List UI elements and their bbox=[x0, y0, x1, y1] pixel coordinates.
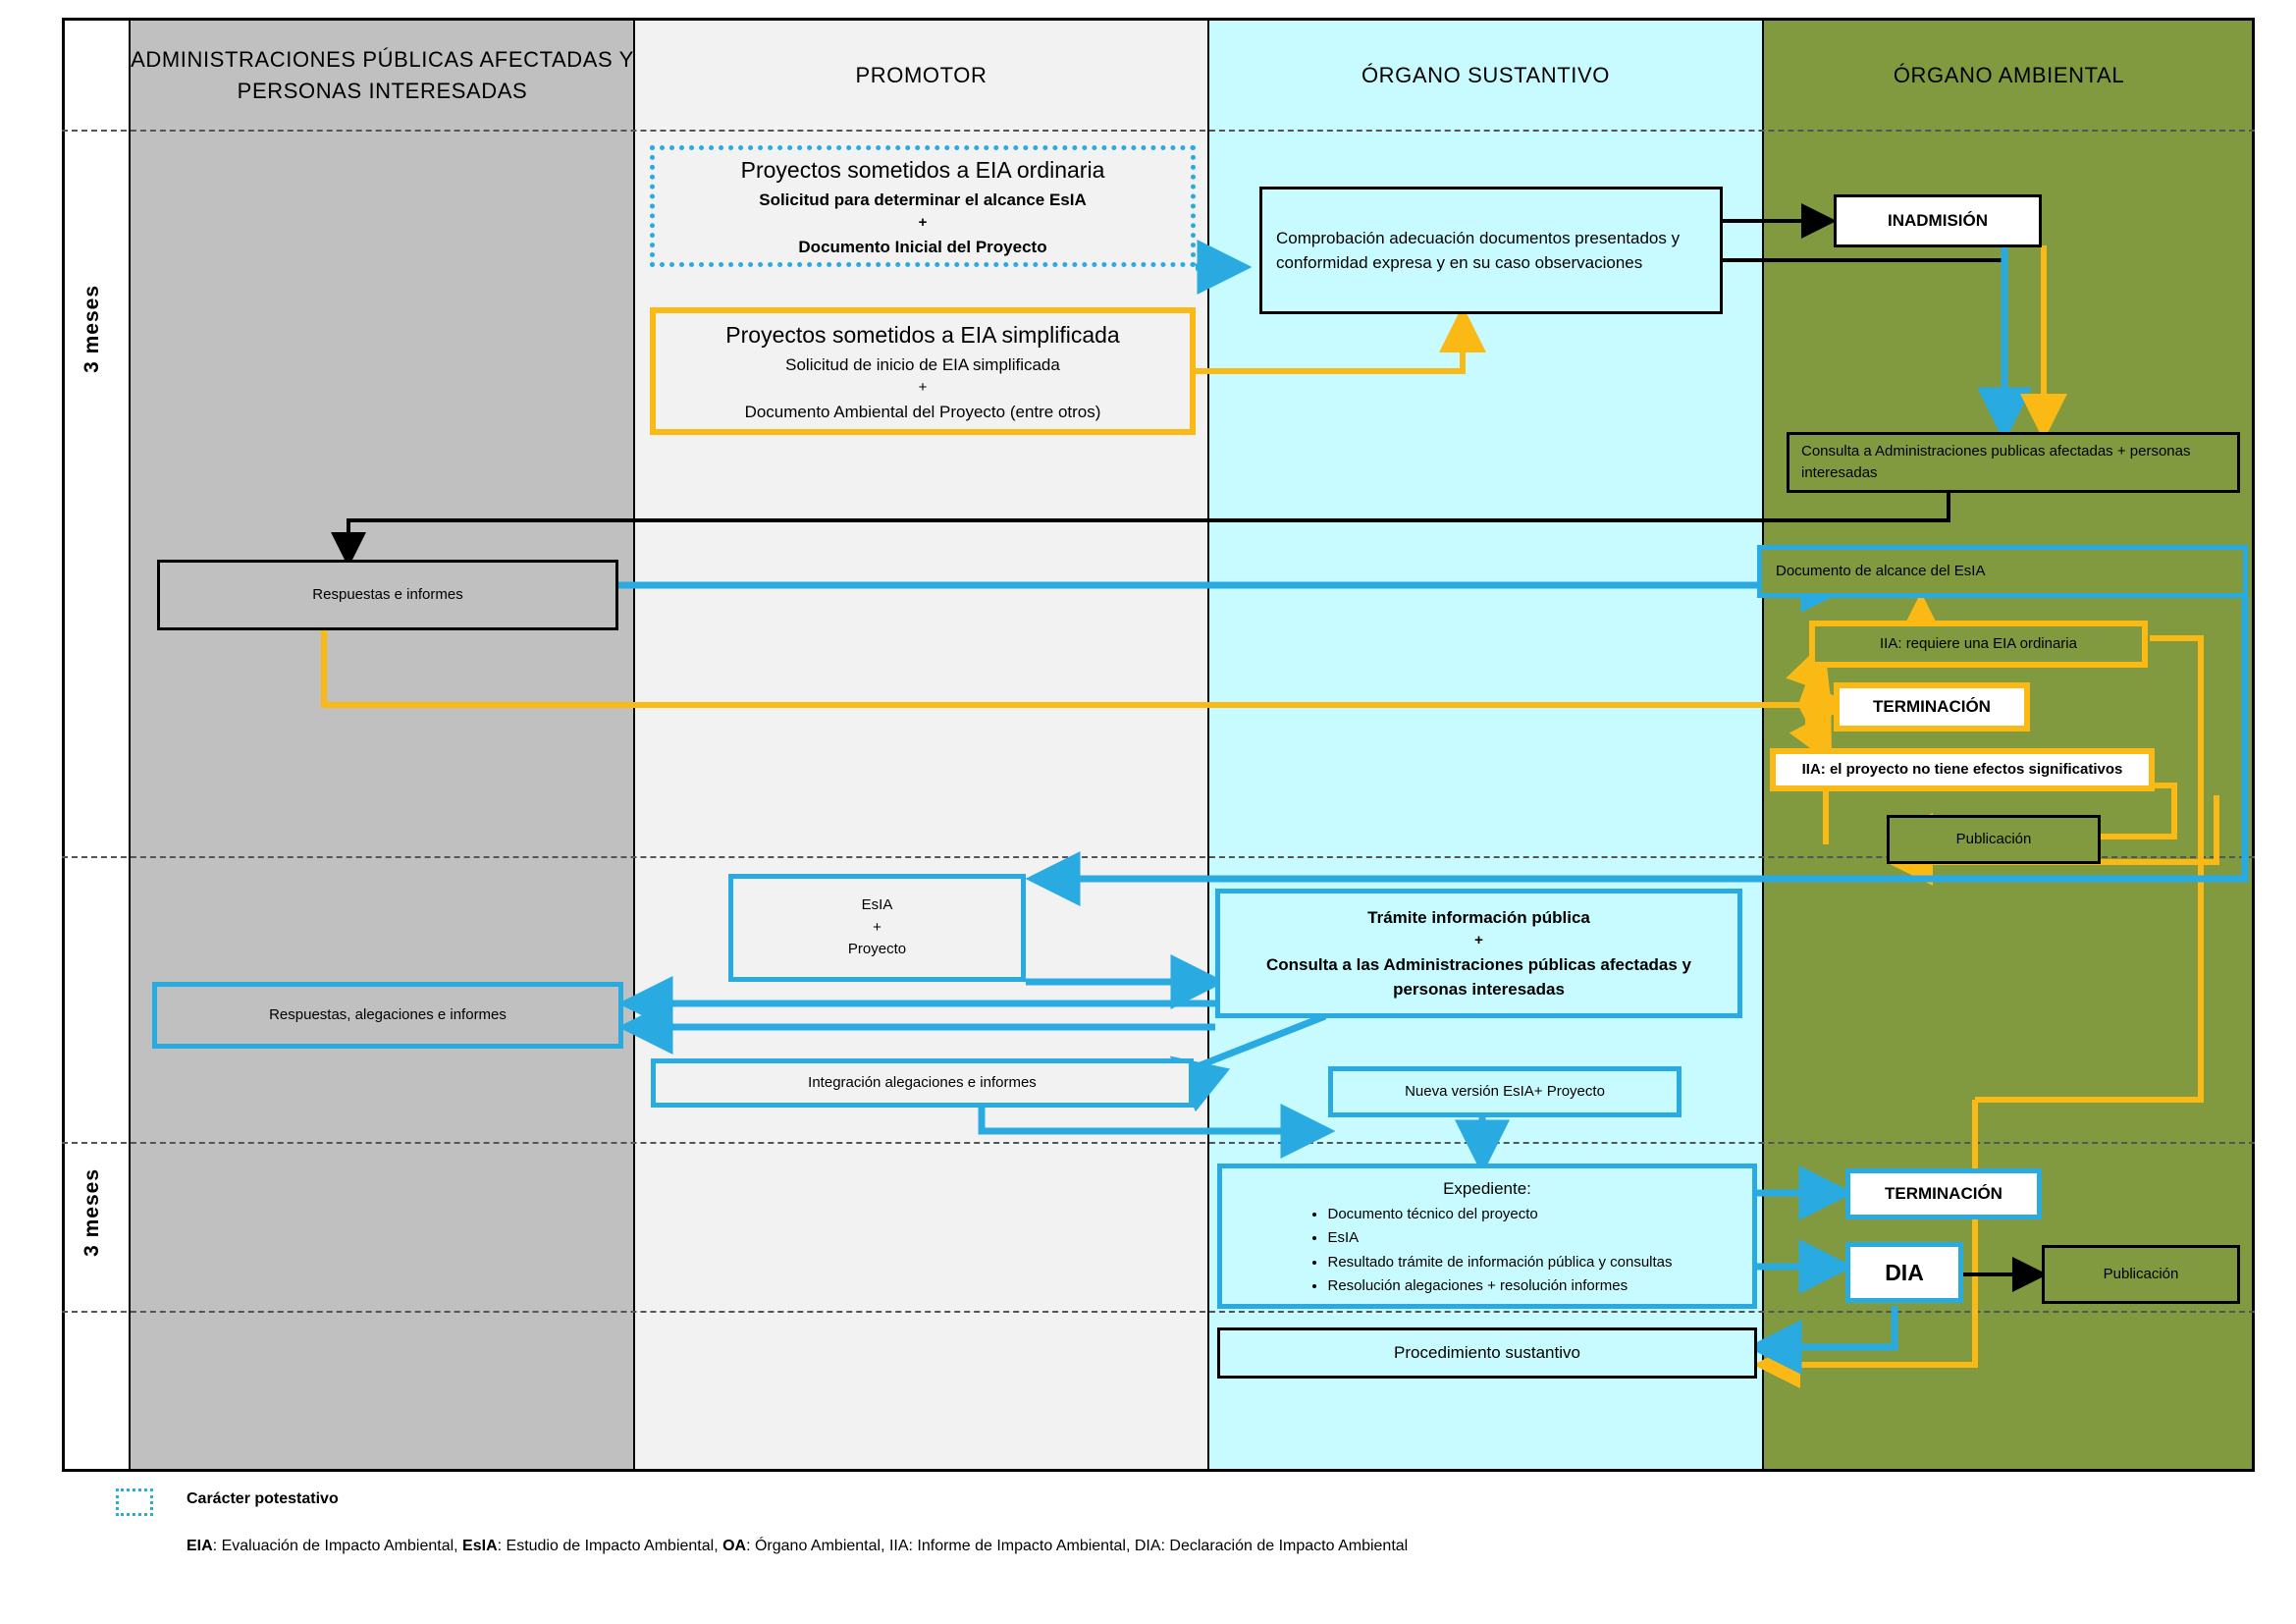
node-eia-simplificada-plus: + bbox=[918, 379, 928, 396]
legend-abbr-eia: EIA bbox=[187, 1538, 213, 1554]
expediente-item: Documento técnico del proyecto bbox=[1327, 1204, 1672, 1226]
node-inadmision[interactable]: INADMISIÓN bbox=[1834, 194, 2042, 247]
legend-abbr-oa-rest: : Órgano Ambiental, IIA: Informe de Impa… bbox=[746, 1538, 1409, 1554]
lane-divider-1 bbox=[129, 18, 131, 1472]
expediente-item: EsIA bbox=[1327, 1227, 1672, 1250]
node-tramite-line1: Trámite información pública bbox=[1367, 907, 1590, 927]
node-eia-simplificada-line2: Documento Ambiental del Proyecto (entre … bbox=[744, 402, 1101, 421]
node-esia-proyecto[interactable]: EsIA + Proyecto bbox=[728, 874, 1026, 982]
node-respuestas-informes-text: Respuestas e informes bbox=[312, 585, 463, 603]
node-nueva-version[interactable]: Nueva versión EsIA+ Proyecto bbox=[1328, 1066, 1682, 1117]
node-expediente[interactable]: Expediente: Documento técnico del proyec… bbox=[1217, 1164, 1757, 1309]
node-eia-ordinaria-line1: Solicitud para determinar el alcance EsI… bbox=[759, 189, 1087, 209]
node-inadmision-text: INADMISIÓN bbox=[1888, 211, 1988, 231]
node-publicacion-2-text: Publicación bbox=[2103, 1265, 2179, 1282]
phase-separator-2 bbox=[62, 1142, 2255, 1144]
lane-header-public-admin: ADMINISTRACIONES PÚBLICAS AFECTADAS Y PE… bbox=[131, 47, 634, 103]
node-eia-ordinaria[interactable]: Proyectos sometidos a EIA ordinaria Soli… bbox=[650, 145, 1196, 267]
node-documento-alcance-text: Documento de alcance del EsIA bbox=[1776, 562, 1986, 579]
lane-background-public-admin bbox=[131, 18, 634, 1472]
legend-abbr-oa: OA bbox=[722, 1538, 747, 1554]
node-tramite-informacion-publica[interactable]: Trámite información pública + Consulta a… bbox=[1215, 889, 1742, 1018]
node-integracion-alegaciones[interactable]: Integración alegaciones e informes bbox=[651, 1058, 1194, 1108]
node-dia-text: DIA bbox=[1885, 1259, 1924, 1285]
node-iia-requiere-ordinaria-text: IIA: requiere una EIA ordinaria bbox=[1880, 634, 2077, 652]
legend-abbr-eia-rest: : Evaluación de Impacto Ambiental, bbox=[212, 1538, 463, 1554]
legend-abbreviations: EIA: Evaluación de Impacto Ambiental, Es… bbox=[187, 1538, 1408, 1555]
lane-divider-4 bbox=[1762, 18, 1764, 1472]
node-respuestas-alegaciones[interactable]: Respuestas, alegaciones e informes bbox=[152, 982, 623, 1049]
node-publicacion-1-text: Publicación bbox=[1955, 830, 2032, 847]
node-eia-ordinaria-plus: + bbox=[918, 214, 928, 231]
lane-divider-2 bbox=[633, 18, 635, 1472]
node-respuestas-informes[interactable]: Respuestas e informes bbox=[157, 560, 618, 630]
node-iia-requiere-ordinaria[interactable]: IIA: requiere una EIA ordinaria bbox=[1809, 621, 2148, 668]
phase-label-1: 3 meses bbox=[80, 285, 103, 373]
node-terminacion-2-text: TERMINACIÓN bbox=[1885, 1184, 2002, 1204]
node-publicacion-2[interactable]: Publicación bbox=[2042, 1245, 2240, 1304]
node-publicacion-1[interactable]: Publicación bbox=[1887, 815, 2101, 864]
node-respuestas-alegaciones-text: Respuestas, alegaciones e informes bbox=[269, 1005, 507, 1023]
node-esia-proyecto-line2: Proyecto bbox=[847, 941, 907, 958]
node-iia-sin-efectos-text: IIA: el proyecto no tiene efectos signif… bbox=[1801, 760, 2123, 778]
node-eia-ordinaria-title: Proyectos sometidos a EIA ordinaria bbox=[740, 157, 1105, 183]
node-eia-simplificada-title: Proyectos sometidos a EIA simplificada bbox=[725, 322, 1120, 348]
node-terminacion-1[interactable]: TERMINACIÓN bbox=[1834, 682, 2030, 731]
node-eia-simplificada-line1: Solicitud de inicio de EIA simplificada bbox=[785, 354, 1060, 374]
expediente-item: Resultado trámite de información pública… bbox=[1327, 1252, 1672, 1274]
legend-potestativo-label: Carácter potestativo bbox=[187, 1490, 339, 1507]
phase-separator-header bbox=[62, 130, 2255, 132]
legend-abbr-esia: EsIA bbox=[462, 1538, 498, 1554]
legend-dotted-swatch bbox=[116, 1489, 153, 1516]
phase-separator-3 bbox=[62, 1311, 2255, 1313]
node-tramite-plus: + bbox=[1474, 932, 1483, 948]
node-terminacion-2[interactable]: TERMINACIÓN bbox=[1845, 1168, 2042, 1219]
node-documento-alcance[interactable]: Documento de alcance del EsIA bbox=[1757, 545, 2248, 598]
node-procedimiento-sustantivo-text: Procedimiento sustantivo bbox=[1394, 1343, 1580, 1363]
node-iia-sin-efectos[interactable]: IIA: el proyecto no tiene efectos signif… bbox=[1770, 748, 2155, 791]
node-esia-proyecto-line1: EsIA bbox=[861, 896, 893, 914]
legend-abbr-esia-rest: : Estudio de Impacto Ambiental, bbox=[497, 1538, 723, 1554]
node-eia-simplificada[interactable]: Proyectos sometidos a EIA simplificada S… bbox=[650, 307, 1196, 435]
node-consulta-administraciones[interactable]: Consulta a Administraciones publicas afe… bbox=[1787, 432, 2240, 493]
phase-label-2: 3 meses bbox=[80, 1168, 103, 1257]
node-esia-proyecto-plus: + bbox=[873, 918, 881, 936]
lane-header-substantive: ÓRGANO SUSTANTIVO bbox=[1361, 63, 1611, 88]
node-expediente-title: Expediente: bbox=[1443, 1179, 1531, 1198]
node-tramite-line2: Consulta a las Administraciones públicas… bbox=[1265, 954, 1692, 1000]
node-eia-ordinaria-line2: Documento Inicial del Proyecto bbox=[798, 237, 1047, 256]
node-procedimiento-sustantivo[interactable]: Procedimiento sustantivo bbox=[1217, 1327, 1757, 1379]
node-nueva-version-text: Nueva versión EsIA+ Proyecto bbox=[1405, 1082, 1605, 1100]
node-expediente-list: Documento técnico del proyecto EsIA Resu… bbox=[1302, 1202, 1672, 1300]
node-comprobacion[interactable]: Comprobación adecuación documentos prese… bbox=[1259, 187, 1723, 314]
node-integracion-alegaciones-text: Integración alegaciones e informes bbox=[808, 1073, 1037, 1091]
lane-header-promotor: PROMOTOR bbox=[855, 63, 988, 88]
diagram-outer-frame bbox=[62, 18, 2255, 1472]
node-consulta-administraciones-text: Consulta a Administraciones publicas afe… bbox=[1801, 442, 2191, 482]
lane-header-environmental: ÓRGANO AMBIENTAL bbox=[1893, 63, 2125, 88]
node-dia[interactable]: DIA bbox=[1845, 1242, 1963, 1303]
lane-divider-3 bbox=[1207, 18, 1209, 1472]
node-terminacion-1-text: TERMINACIÓN bbox=[1873, 697, 1991, 717]
expediente-item: Resolución alegaciones + resolución info… bbox=[1327, 1275, 1672, 1298]
node-comprobacion-text: Comprobación adecuación documentos prese… bbox=[1276, 228, 1681, 273]
